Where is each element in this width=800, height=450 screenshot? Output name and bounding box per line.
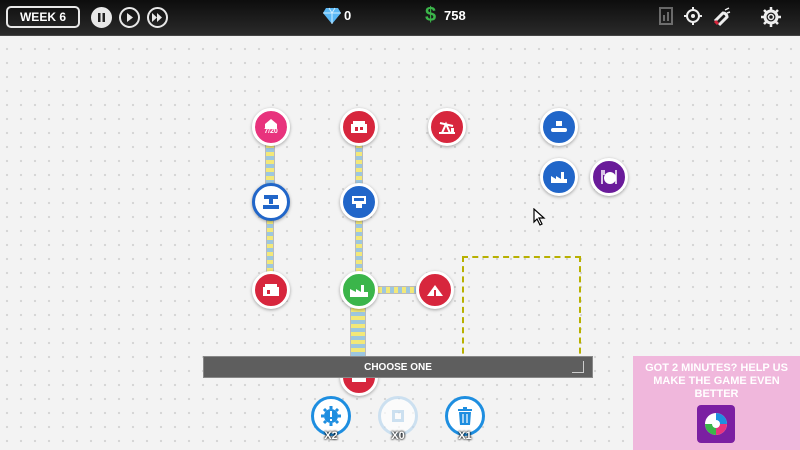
upgrade-count: X2 <box>324 430 338 442</box>
factory-node-2[interactable] <box>340 271 378 309</box>
money-amount: 758 <box>444 8 466 23</box>
choose-one-label: CHOOSE ONE <box>364 361 432 373</box>
choose-one-bar: CHOOSE ONE <box>203 356 593 378</box>
settings-icon[interactable] <box>760 6 782 28</box>
delete-count: X1 <box>458 430 472 442</box>
magnet-icon[interactable] <box>711 7 731 27</box>
survey-icon <box>705 413 727 435</box>
fork-knife-icon <box>601 170 617 184</box>
house-icon <box>265 119 277 129</box>
shop-node-2[interactable] <box>252 271 290 309</box>
factory-icon <box>350 285 368 297</box>
machine-icon <box>352 196 366 208</box>
promo-text: GOT 2 MINUTES? HELP US MAKE THE GAME EVE… <box>645 362 788 400</box>
play-button[interactable] <box>119 7 140 28</box>
locked-tool[interactable] <box>378 396 418 436</box>
fast-forward-icon <box>152 13 162 22</box>
factory-icon <box>551 172 567 183</box>
press-node[interactable] <box>252 183 290 221</box>
gear-upgrade-icon <box>321 406 341 426</box>
week-button[interactable]: WEEK 6 <box>6 6 80 28</box>
oil-pump-icon <box>439 121 455 134</box>
box-icon <box>392 410 404 422</box>
close-icon[interactable] <box>572 361 584 373</box>
tent-icon <box>427 285 443 296</box>
fast-forward-button[interactable] <box>147 7 168 28</box>
node-count: 7/20 <box>264 128 278 135</box>
feedback-promo[interactable]: GOT 2 MINUTES? HELP US MAKE THE GAME EVE… <box>633 356 800 450</box>
delete-tool[interactable] <box>445 396 485 436</box>
top-bar: WEEK 6 0 $ 758 <box>0 0 800 36</box>
link <box>265 144 275 186</box>
conveyor-node[interactable] <box>540 108 578 146</box>
conveyor-icon <box>551 121 567 132</box>
mouse-cursor-icon <box>533 208 546 226</box>
shop-icon <box>263 284 279 296</box>
factory-node-1[interactable] <box>540 158 578 196</box>
pause-button[interactable] <box>91 7 112 28</box>
pause-icon <box>98 13 105 22</box>
link <box>378 286 416 294</box>
gem-count: 0 <box>344 8 352 23</box>
link <box>350 308 366 358</box>
machine-node[interactable] <box>340 183 378 221</box>
link <box>355 220 363 274</box>
survey-button[interactable] <box>697 405 735 443</box>
house-node-1[interactable]: 7/20 <box>252 108 290 146</box>
link <box>355 144 363 186</box>
play-icon <box>127 13 133 22</box>
week-label: WEEK 6 <box>19 10 66 24</box>
upgrade-tool[interactable] <box>311 396 351 436</box>
restaurant-node[interactable] <box>590 158 628 196</box>
shop-icon <box>351 121 367 133</box>
tent-node[interactable] <box>416 271 454 309</box>
press-icon <box>263 195 279 209</box>
oil-pump-node[interactable] <box>428 108 466 146</box>
gem-icon <box>323 7 341 24</box>
locked-count: X0 <box>391 430 405 442</box>
link <box>266 220 274 272</box>
shop-node-1[interactable] <box>340 108 378 146</box>
target-icon[interactable] <box>684 7 702 25</box>
stats-icon[interactable] <box>659 7 673 25</box>
trash-icon <box>458 407 472 425</box>
money-icon: $ <box>425 4 437 26</box>
